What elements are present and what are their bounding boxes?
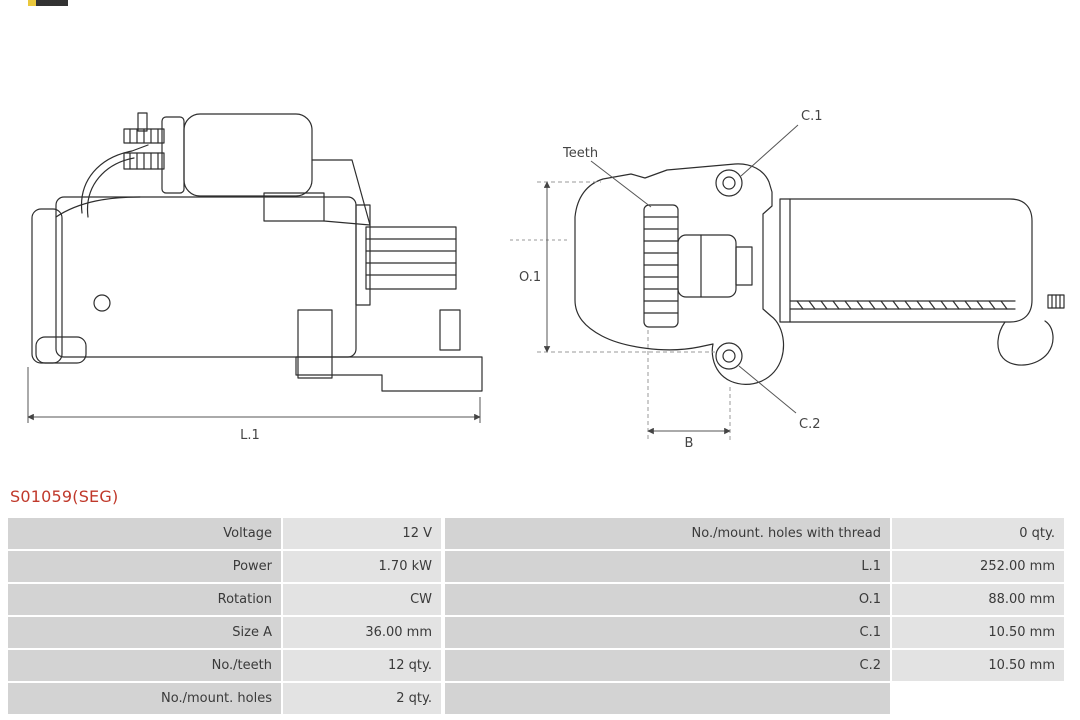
- starter-front-view-drawing: O.1 B C.1 C.2 Teeth: [510, 109, 1065, 451]
- table-row: O.1 88.00 mm: [445, 584, 1064, 615]
- wiring-cable: [80, 144, 149, 218]
- spec-value: 36.00 mm: [283, 617, 441, 648]
- table-row: Voltage 12 V: [8, 518, 441, 549]
- spec-value: 10.50 mm: [892, 650, 1064, 681]
- spec-label: Size A: [8, 617, 281, 648]
- drive-end-housing: [295, 204, 483, 392]
- table-row: No./mount. holes 2 qty.: [8, 683, 441, 714]
- part-number: S01059(SEG): [10, 487, 119, 506]
- starter-side-view-drawing: L.1: [27, 112, 483, 443]
- teeth-label: Teeth: [562, 146, 598, 161]
- spec-label: C.2: [445, 650, 890, 681]
- spec-label: L.1: [445, 551, 890, 582]
- dimension-L1: [27, 367, 481, 423]
- spec-value: 12 qty.: [283, 650, 441, 681]
- table-row: No./mount. holes with thread 0 qty.: [445, 518, 1064, 549]
- table-row: C.2 10.50 mm: [445, 650, 1064, 681]
- table-row: C.1 10.50 mm: [445, 617, 1064, 648]
- spec-label: No./mount. holes with thread: [445, 518, 890, 549]
- spec-value: CW: [283, 584, 441, 615]
- table-row: No./teeth 12 qty.: [8, 650, 441, 681]
- spec-label: O.1: [445, 584, 890, 615]
- spec-label-empty: [445, 683, 890, 714]
- dimensions: [510, 124, 799, 440]
- spec-value: 2 qty.: [283, 683, 441, 714]
- mount-hole-top: [715, 169, 743, 197]
- spec-table-left-column: Voltage 12 V Power 1.70 kW Rotation CW S…: [8, 518, 441, 714]
- table-row: Rotation CW: [8, 584, 441, 615]
- dim-label-C1: C.1: [801, 109, 822, 124]
- spec-value: 1.70 kW: [283, 551, 441, 582]
- table-row: [445, 683, 1064, 714]
- pinion-gear: [643, 204, 753, 328]
- table-row: L.1 252.00 mm: [445, 551, 1064, 582]
- dim-label-L1: L.1: [240, 428, 260, 443]
- dim-label-O1: O.1: [519, 270, 541, 285]
- spec-label: No./teeth: [8, 650, 281, 681]
- spec-label: No./mount. holes: [8, 683, 281, 714]
- table-row: Size A 36.00 mm: [8, 617, 441, 648]
- spec-value: 252.00 mm: [892, 551, 1064, 582]
- spec-label: Rotation: [8, 584, 281, 615]
- technical-drawings: L.1: [27, 109, 1065, 451]
- dim-label-C2: C.2: [799, 417, 820, 432]
- solenoid: [161, 113, 371, 226]
- motor-housing: [31, 196, 357, 364]
- spec-value: 0 qty.: [892, 518, 1064, 549]
- spec-table: Voltage 12 V Power 1.70 kW Rotation CW S…: [8, 518, 1064, 714]
- spec-label: C.1: [445, 617, 890, 648]
- spec-value: 10.50 mm: [892, 617, 1064, 648]
- spec-label: Voltage: [8, 518, 281, 549]
- dim-label-B: B: [685, 436, 694, 451]
- table-row: Power 1.70 kW: [8, 551, 441, 582]
- solenoid-terminals: [123, 112, 165, 170]
- spec-table-right-column: No./mount. holes with thread 0 qty. L.1 …: [445, 518, 1064, 714]
- spec-value: 88.00 mm: [892, 584, 1064, 615]
- spec-value: 12 V: [283, 518, 441, 549]
- mounting-flange: [574, 163, 785, 385]
- spec-value-empty: [892, 683, 1064, 714]
- mount-hole-bottom: [715, 342, 743, 370]
- motor-body: [779, 198, 1065, 366]
- corner-artifact: [28, 0, 68, 6]
- spec-label: Power: [8, 551, 281, 582]
